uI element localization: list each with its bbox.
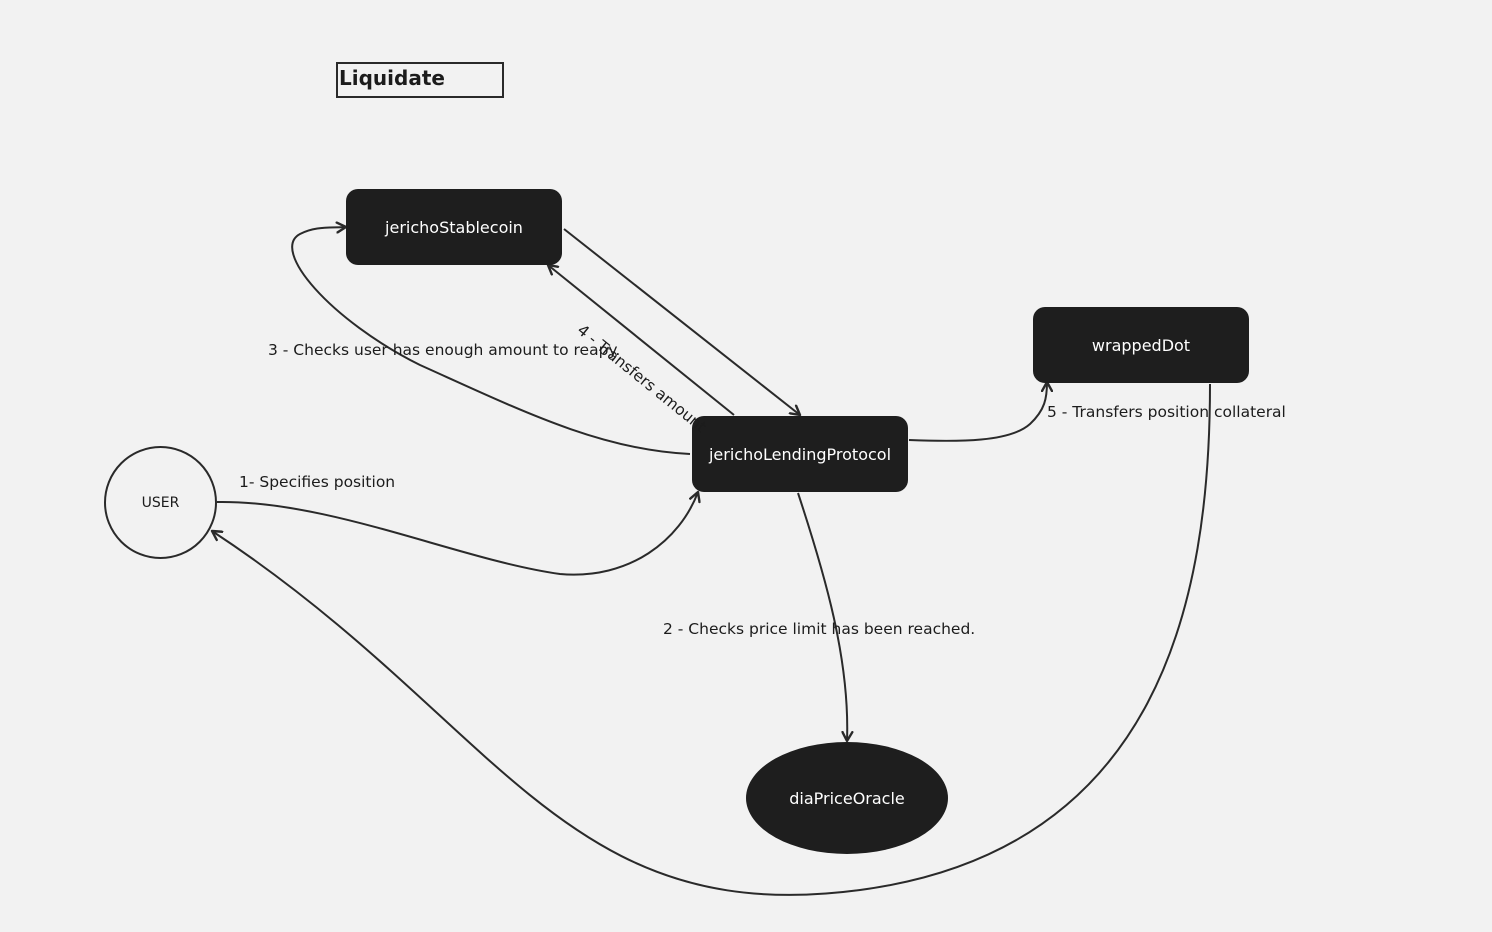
edge-lending-to-stablecoin-transfer <box>548 265 735 416</box>
node-jericho-stablecoin-label: jerichoStablecoin <box>385 217 523 237</box>
node-jericho-lending-protocol-label: jerichoLendingProtocol <box>708 444 892 464</box>
edge-lending-to-wrapped <box>908 382 1047 442</box>
diagram-title: Liquidate <box>336 62 504 98</box>
edge-wrapped-to-user <box>212 383 1211 896</box>
edge-label-step2: 2 - Checks price limit has been reached. <box>663 620 976 638</box>
node-user[interactable]: USER <box>104 446 217 559</box>
edge-lending-to-oracle <box>797 492 847 741</box>
edge-lending-to-stablecoin-check <box>291 227 691 455</box>
node-user-label: USER <box>141 494 180 511</box>
edge-stablecoin-to-lending <box>563 228 800 415</box>
node-wrapped-dot-label: wrappedDot <box>1091 335 1191 355</box>
edge-label-step5: 5 - Transfers position collateral <box>1047 403 1286 421</box>
node-dia-price-oracle[interactable]: diaPriceOracle <box>746 742 948 854</box>
node-jericho-lending-protocol[interactable]: jerichoLendingProtocol <box>692 416 908 492</box>
node-dia-price-oracle-label: diaPriceOracle <box>789 788 905 808</box>
edge-label-step1: 1- Specifies position <box>239 473 396 491</box>
node-wrapped-dot[interactable]: wrappedDot <box>1033 307 1249 383</box>
node-jericho-stablecoin[interactable]: jerichoStablecoin <box>346 189 562 265</box>
edge-label-step3: 3 - Checks user has enough amount to rea… <box>268 341 621 359</box>
edge-user-to-lending <box>216 492 698 576</box>
